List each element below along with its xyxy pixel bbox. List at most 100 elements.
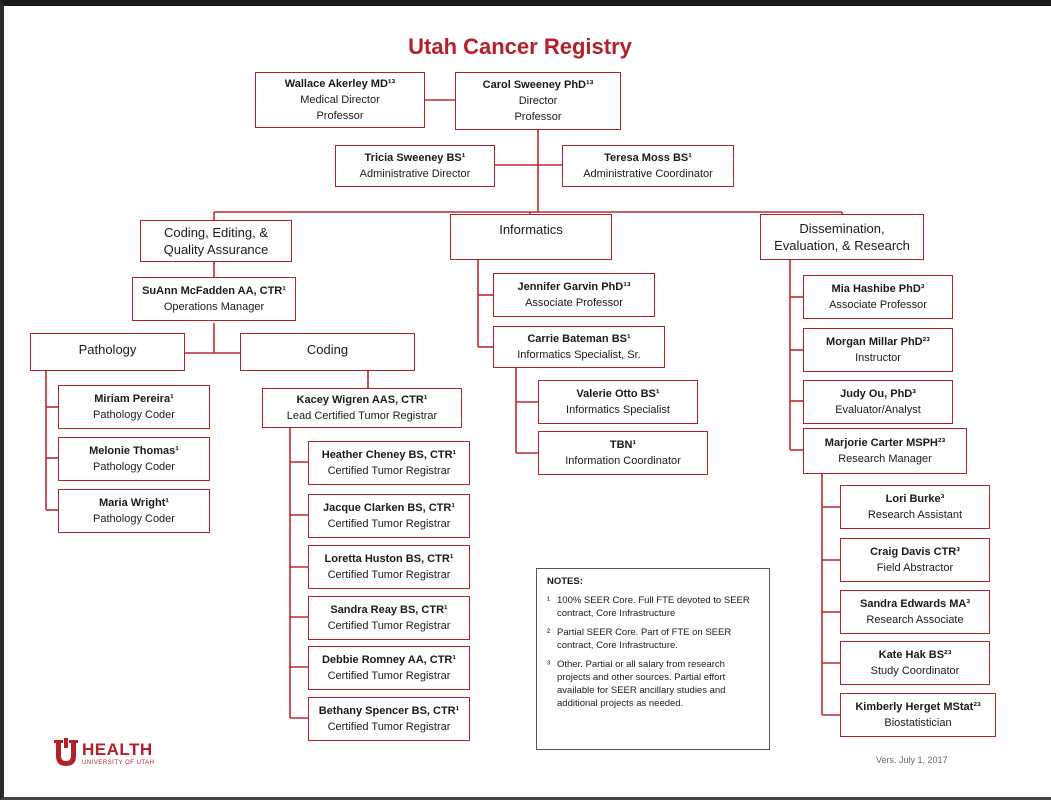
node-role: Biostatistician — [884, 717, 952, 729]
section-label: Pathology — [78, 342, 137, 357]
node-role: Certified Tumor Registrar — [327, 670, 451, 682]
section-label: Coding — [306, 342, 349, 357]
node-sandra-reay: Sandra Reay BS, CTR¹ Certified Tumor Reg… — [308, 596, 470, 640]
logo-wordmark: HEALTH — [82, 740, 153, 759]
note-item: ¹ 100% SEER Core. Full FTE devoted to SE… — [547, 594, 759, 620]
node-role: Research Associate — [866, 614, 964, 626]
note-item: ³ Other. Partial or all salary from rese… — [547, 658, 759, 710]
node-role: Pathology Coder — [93, 513, 175, 525]
node-name: Kimberly Herget MStat²³ — [855, 701, 981, 713]
section-dissemination: Dissemination, Evaluation, & Research — [760, 214, 924, 260]
section-informatics: Informatics — [450, 214, 612, 260]
node-role: Evaluator/Analyst — [835, 404, 921, 416]
node-loretta-huston: Loretta Huston BS, CTR¹ Certified Tumor … — [308, 545, 470, 589]
node-name: Mia Hashibe PhD³ — [831, 283, 925, 295]
node-name: Tricia Sweeney BS¹ — [364, 152, 466, 164]
node-role: Informatics Specialist, Sr. — [517, 349, 641, 361]
node-role: Pathology Coder — [93, 409, 175, 421]
node-tricia-sweeney: Tricia Sweeney BS¹ Administrative Direct… — [335, 145, 495, 187]
node-role: Administrative Coordinator — [583, 168, 713, 180]
node-role: Professor — [316, 110, 364, 122]
node-kimberly-herget: Kimberly Herget MStat²³ Biostatistician — [840, 693, 996, 737]
node-heather-cheney: Heather Cheney BS, CTR¹ Certified Tumor … — [308, 441, 470, 485]
node-role: Professor — [514, 111, 562, 123]
node-maria-wright: Maria Wright¹ Pathology Coder — [58, 489, 210, 533]
node-kacey-wigren: Kacey Wigren AAS, CTR¹ Lead Certified Tu… — [262, 388, 462, 428]
node-role: Certified Tumor Registrar — [327, 569, 451, 581]
node-role: Operations Manager — [163, 301, 265, 313]
node-teresa-moss: Teresa Moss BS¹ Administrative Coordinat… — [562, 145, 734, 187]
node-role: Research Manager — [838, 453, 932, 465]
node-role: Instructor — [855, 352, 901, 364]
node-jacque-clarken: Jacque Clarken BS, CTR¹ Certified Tumor … — [308, 494, 470, 538]
node-name: Kacey Wigren AAS, CTR¹ — [296, 394, 428, 406]
node-name: Jennifer Garvin PhD¹³ — [517, 281, 631, 293]
note-bullet: ³ — [547, 659, 551, 670]
node-name: Marjorie Carter MSPH²³ — [824, 437, 946, 449]
node-role: Study Coordinator — [870, 665, 960, 677]
node-morgan-millar: Morgan Millar PhD²³ Instructor — [803, 328, 953, 372]
node-name: Craig Davis CTR³ — [870, 546, 960, 558]
university-of-utah-health-logo: HEALTH UNIVERSITY OF UTAH — [52, 738, 172, 774]
note-bullet: ² — [547, 627, 551, 638]
node-kate-hak: Kate Hak BS²³ Study Coordinator — [840, 641, 990, 685]
section-label: Informatics — [499, 222, 563, 237]
section-pathology: Pathology — [30, 333, 185, 371]
section-label: Dissemination, Evaluation, & Research — [774, 221, 910, 253]
section-label: Coding, Editing, & Quality Assurance — [163, 225, 269, 257]
node-name: Bethany Spencer BS, CTR¹ — [318, 705, 460, 717]
node-name: Carrie Bateman BS¹ — [527, 333, 631, 345]
node-name: Jacque Clarken BS, CTR¹ — [322, 502, 456, 514]
node-role: Certified Tumor Registrar — [327, 721, 451, 733]
node-role: Informatics Specialist — [566, 404, 670, 416]
node-role: Administrative Director — [359, 168, 471, 180]
note-text: 100% SEER Core. Full FTE devoted to SEER… — [557, 595, 750, 619]
u-logo-icon — [54, 738, 78, 766]
section-coding: Coding — [240, 333, 415, 371]
note-text: Other. Partial or all salary from resear… — [557, 659, 726, 709]
version-date: Vers. July 1, 2017 — [876, 755, 948, 765]
node-name: Miriam Pereira¹ — [94, 393, 174, 405]
node-role: Medical Director — [300, 94, 380, 106]
node-debbie-romney: Debbie Romney AA, CTR¹ Certified Tumor R… — [308, 646, 470, 690]
node-carol-sweeney: Carol Sweeney PhD¹³ Director Professor — [455, 72, 621, 130]
node-name: Loretta Huston BS, CTR¹ — [324, 553, 454, 565]
node-name: Debbie Romney AA, CTR¹ — [321, 654, 457, 666]
node-role: Research Assistant — [867, 509, 963, 521]
node-name: Lori Burke³ — [885, 493, 945, 505]
node-carrie-bateman: Carrie Bateman BS¹ Informatics Specialis… — [493, 326, 665, 368]
node-craig-davis: Craig Davis CTR³ Field Abstractor — [840, 538, 990, 582]
node-role: Associate Professor — [525, 297, 623, 309]
node-name: Kate Hak BS²³ — [878, 649, 952, 661]
chart-title: Utah Cancer Registry — [408, 34, 632, 59]
node-lori-burke: Lori Burke³ Research Assistant — [840, 485, 990, 529]
node-role: Certified Tumor Registrar — [327, 518, 451, 530]
node-role: Certified Tumor Registrar — [327, 465, 451, 477]
node-judy-ou: Judy Ou, PhD³ Evaluator/Analyst — [803, 380, 953, 424]
note-bullet: ¹ — [547, 595, 551, 606]
node-suann-mcfadden: SuAnn McFadden AA, CTR¹ Operations Manag… — [132, 277, 296, 321]
node-name: Morgan Millar PhD²³ — [826, 336, 930, 348]
node-name: Heather Cheney BS, CTR¹ — [321, 449, 457, 461]
node-role: Associate Professor — [829, 299, 927, 311]
node-role: Certified Tumor Registrar — [327, 620, 451, 632]
node-name: Sandra Edwards MA³ — [859, 598, 971, 610]
node-jennifer-garvin: Jennifer Garvin PhD¹³ Associate Professo… — [493, 273, 655, 317]
node-name: Judy Ou, PhD³ — [840, 388, 916, 400]
node-name: Maria Wright¹ — [98, 497, 170, 509]
node-name: Teresa Moss BS¹ — [604, 152, 692, 164]
logo-subtitle: UNIVERSITY OF UTAH — [82, 760, 155, 766]
node-name: SuAnn McFadden AA, CTR¹ — [142, 285, 286, 297]
node-name: Sandra Reay BS, CTR¹ — [330, 604, 448, 616]
section-coding-editing-qa: Coding, Editing, & Quality Assurance — [140, 220, 292, 262]
node-role: Director — [518, 95, 558, 107]
node-name: TBN¹ — [609, 439, 637, 451]
node-sandra-edwards: Sandra Edwards MA³ Research Associate — [840, 590, 990, 634]
node-miriam-pereira: Miriam Pereira¹ Pathology Coder — [58, 385, 210, 429]
notes-heading: NOTES: — [547, 576, 583, 587]
note-item: ² Partial SEER Core. Part of FTE on SEER… — [547, 626, 759, 652]
node-melonie-thomas: Melonie Thomas¹ Pathology Coder — [58, 437, 210, 481]
node-tbn: TBN¹ Information Coordinator — [538, 431, 708, 475]
